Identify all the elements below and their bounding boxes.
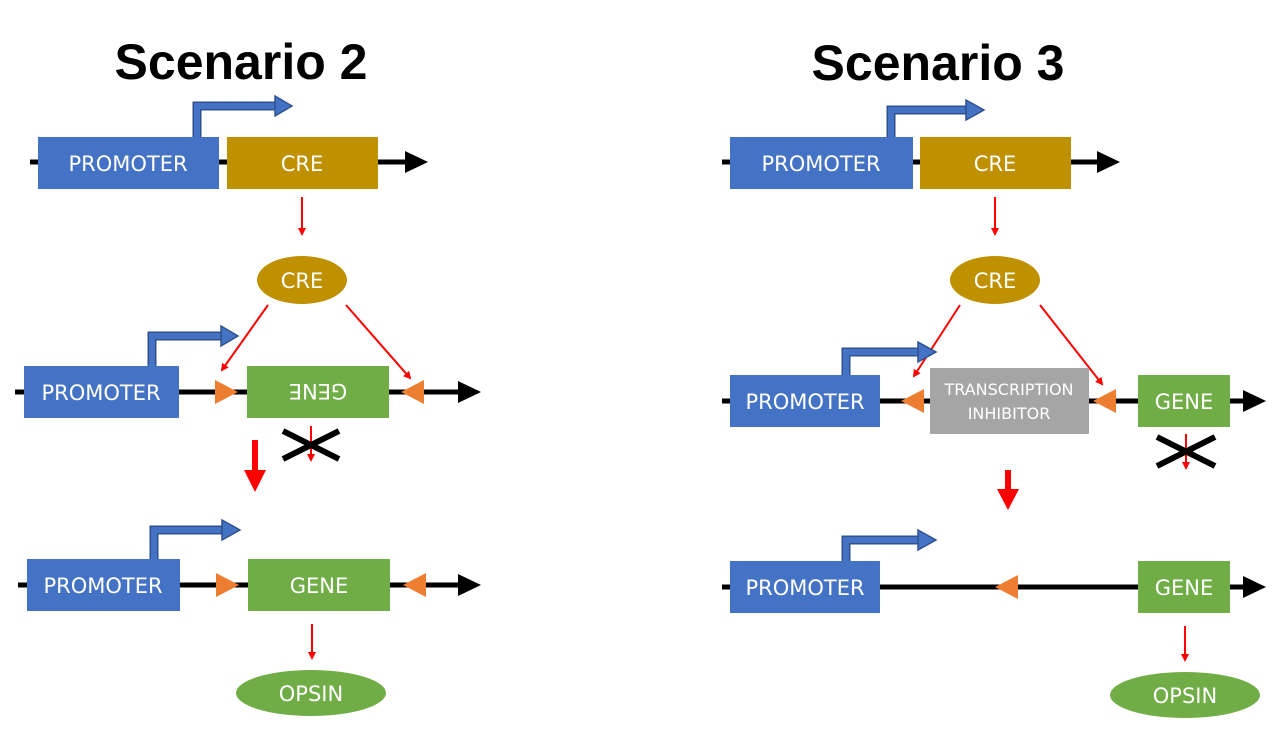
dna-arrowhead <box>1243 390 1266 412</box>
promoter-label: PROMOTER <box>43 574 162 598</box>
cre-label: CRE <box>281 152 324 176</box>
promoter-box <box>730 137 913 189</box>
promoter-label: PROMOTER <box>761 152 880 176</box>
scenario-3: Scenario 3 PROMOTER CRE CRE PROMOTER <box>722 35 1266 718</box>
cre-action-arrow-left <box>912 304 961 378</box>
gene-box <box>1138 561 1230 613</box>
loxp-site-reverse <box>1093 389 1116 413</box>
scenario-3-title: Scenario 3 <box>812 35 1065 91</box>
dna-arrowhead <box>1243 576 1266 598</box>
s2-row1-construct: PROMOTER CRE <box>30 94 428 189</box>
dna-arrowhead <box>405 151 428 173</box>
gene-label: GENE <box>1155 576 1214 600</box>
blocked-expression-x <box>1155 434 1217 470</box>
opsin-label: OPSIN <box>279 682 343 706</box>
promoter-box <box>730 375 880 427</box>
cre-box <box>227 137 378 189</box>
promoter-label: PROMOTER <box>745 576 864 600</box>
cre-protein <box>257 256 347 304</box>
promoter-box <box>24 366 179 418</box>
cre-protein <box>950 256 1040 304</box>
loxp-site-forward <box>215 380 238 404</box>
scenario-2: Scenario 2 PROMOTER CRE CRE PROMOTER <box>15 34 481 716</box>
gene-box <box>1138 375 1230 427</box>
blocked-expression-x <box>281 426 341 462</box>
cre-action-arrow-left <box>220 304 269 372</box>
loxp-site-reverse <box>901 389 924 413</box>
gene-label: GENE <box>1155 390 1214 414</box>
s3-row2-construct: PROMOTER TRANSCRIPTION INHIBITOR GENE <box>722 340 1266 434</box>
cre-box <box>920 137 1071 189</box>
s3-row1-construct: PROMOTER CRE <box>722 98 1120 189</box>
loxp-site-reverse <box>995 575 1018 599</box>
dna-arrowhead <box>458 381 481 403</box>
recombination-arrow <box>997 470 1019 510</box>
loxp-site-reverse <box>401 380 424 404</box>
dna-arrowhead <box>1097 151 1120 173</box>
loxp-site-reverse <box>403 573 426 597</box>
gene-box-inverted <box>247 366 389 418</box>
cre-protein-label: CRE <box>974 269 1017 293</box>
inhibitor-label-line1: TRANSCRIPTION <box>943 380 1073 399</box>
transcription-start-arrow <box>192 94 294 137</box>
promoter-box <box>27 559 180 611</box>
promoter-label: PROMOTER <box>41 381 160 405</box>
transcription-start-arrow <box>841 340 938 375</box>
cre-action-arrow-right <box>345 304 412 380</box>
transcription-start-arrow <box>886 98 986 137</box>
transcription-start-arrow <box>841 528 938 561</box>
cre-label: CRE <box>974 152 1017 176</box>
gene-label: GENE <box>290 574 349 598</box>
inhibitor-label-line2: INHIBITOR <box>968 404 1051 423</box>
opsin-protein <box>1110 672 1260 718</box>
promoter-label: PROMOTER <box>68 152 187 176</box>
promoter-label: PROMOTER <box>745 390 864 414</box>
cre-action-arrow-right <box>1039 304 1104 386</box>
transcription-start-arrow <box>149 518 242 559</box>
transcription-start-arrow <box>147 324 240 366</box>
promoter-box <box>38 137 219 189</box>
opsin-protein <box>236 670 386 716</box>
transcription-inhibitor-box <box>930 368 1089 434</box>
s3-row3-construct: PROMOTER GENE <box>722 528 1266 613</box>
cre-protein-label: CRE <box>281 269 324 293</box>
scenario-2-title: Scenario 2 <box>115 34 368 90</box>
s2-row2-construct: PROMOTER GENE <box>15 324 481 418</box>
dna-arrowhead <box>458 574 481 596</box>
s2-row3-construct: PROMOTER GENE <box>18 518 481 611</box>
loxp-site-forward <box>216 573 239 597</box>
opsin-label: OPSIN <box>1153 684 1217 708</box>
promoter-box <box>730 561 880 613</box>
gene-box <box>248 559 390 611</box>
gene-label-inverted: GENE <box>289 379 348 403</box>
recombination-arrow <box>244 440 266 492</box>
